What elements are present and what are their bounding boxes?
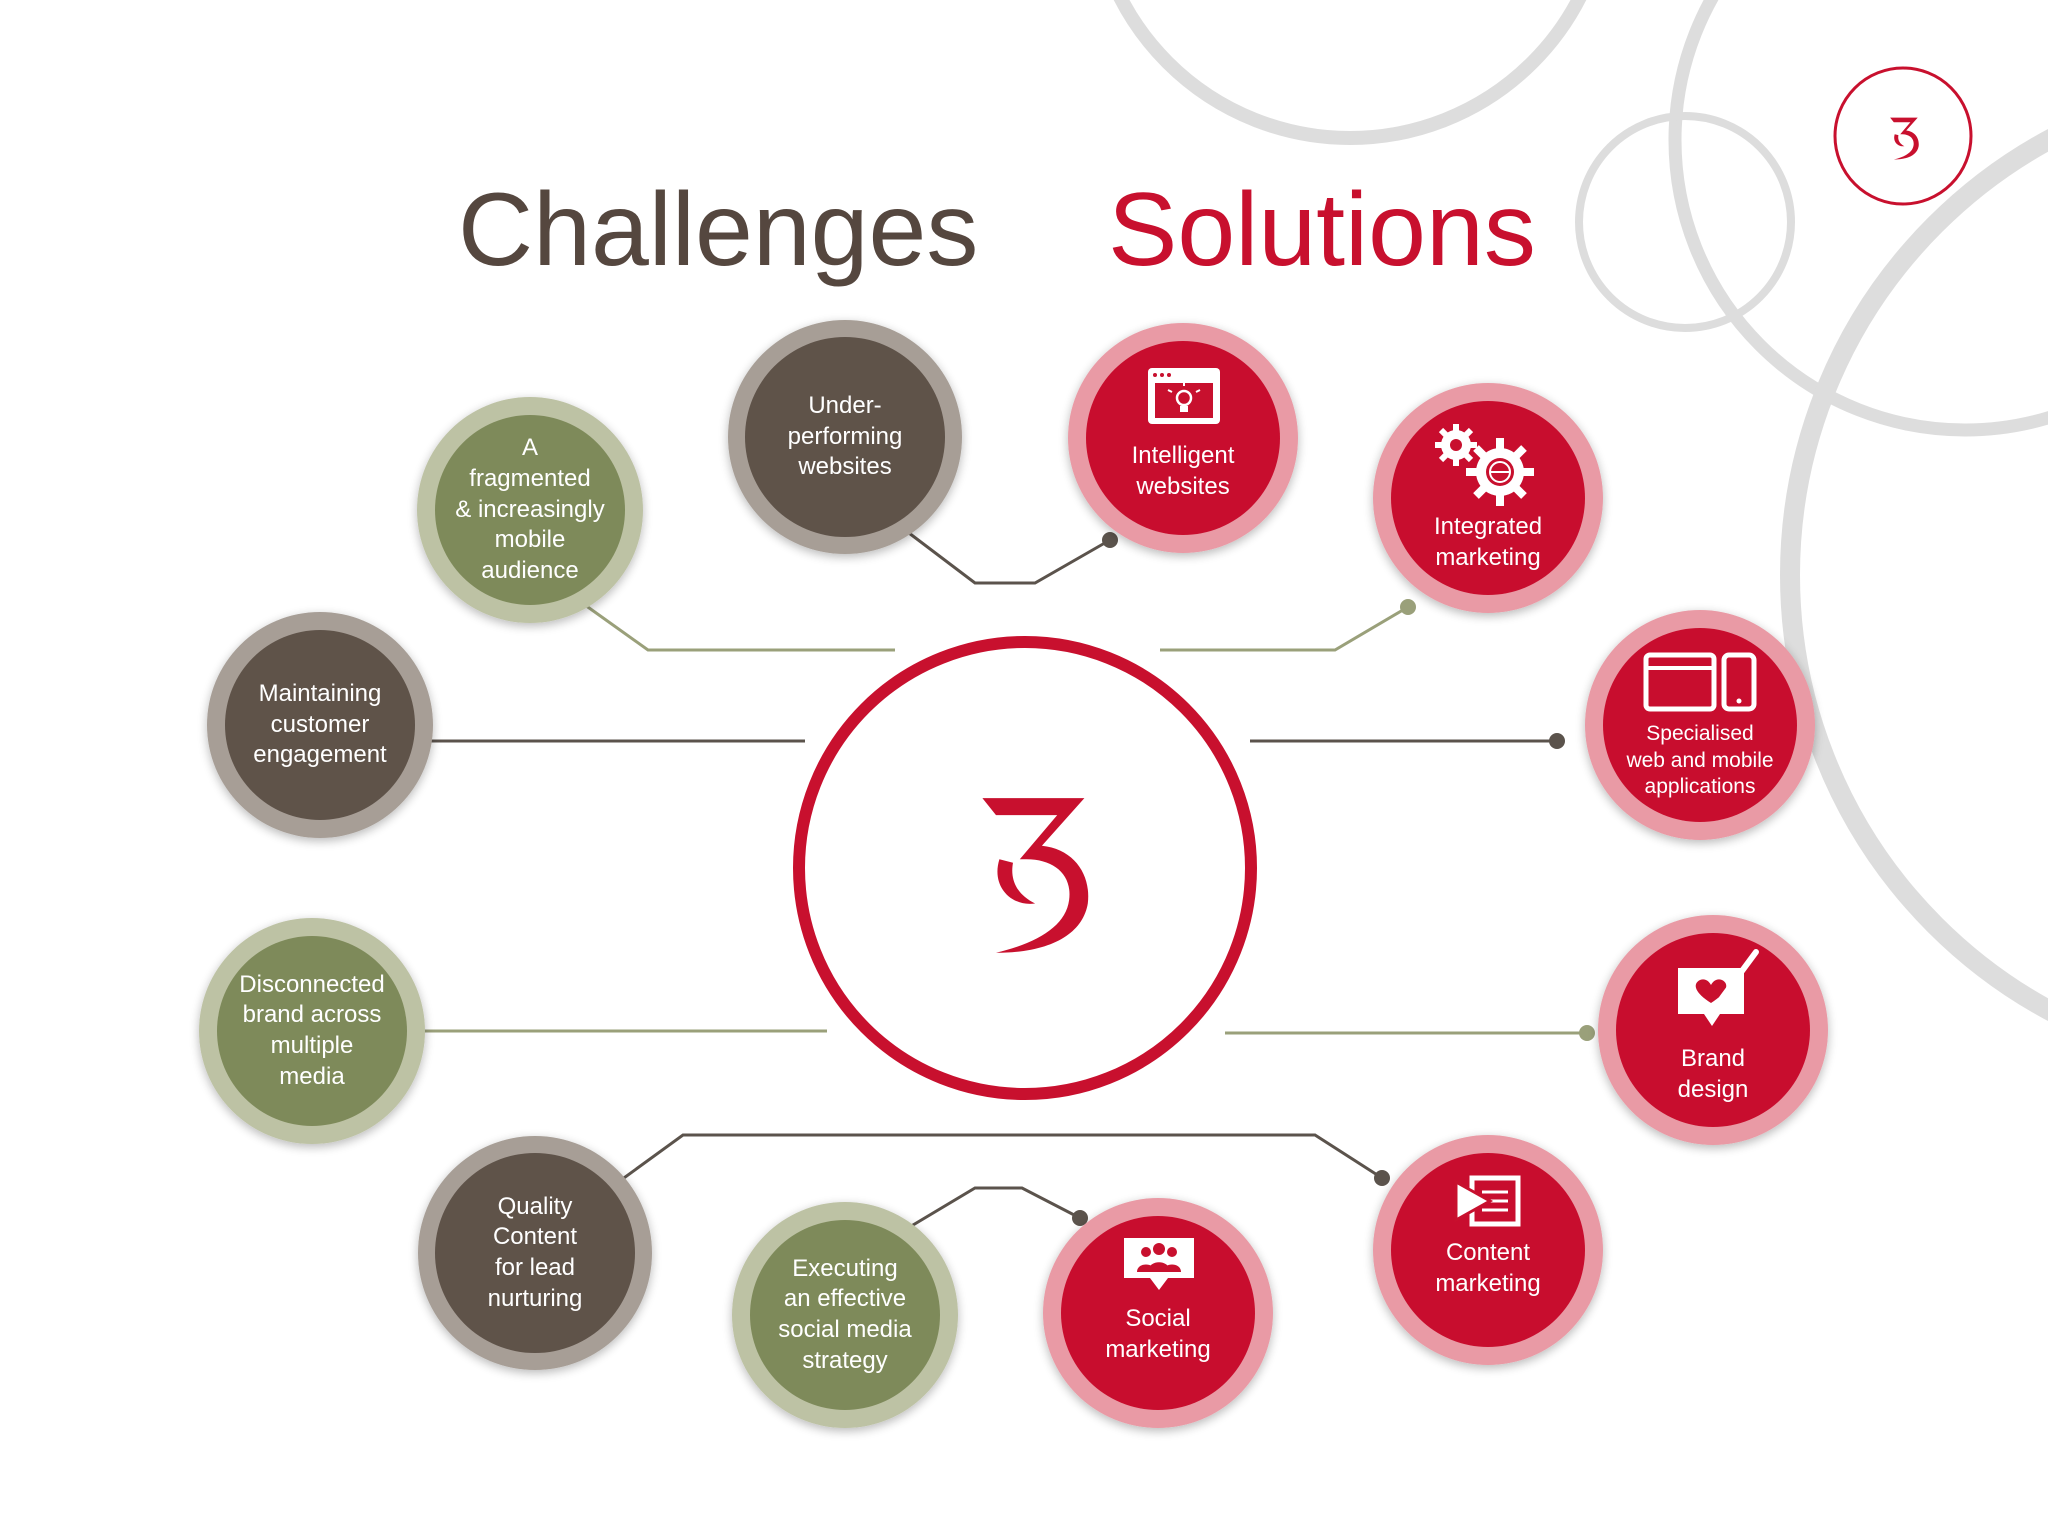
solution-label: Brand design	[1677, 1045, 1749, 1103]
solution-node	[1585, 610, 1815, 840]
connector-dot	[1549, 733, 1565, 749]
connector-integrated-marketing	[1160, 605, 1409, 652]
challenge-label: Quality Content for lead nurturing	[487, 1192, 583, 1312]
solution-label: Specialised web and mobile applications	[1626, 721, 1774, 799]
solution-node	[1373, 383, 1603, 613]
gears-globe-icon	[1435, 424, 1534, 506]
solution-node	[1068, 323, 1298, 553]
challenges-heading: Challenges	[458, 172, 979, 288]
challenge-node	[199, 918, 425, 1144]
challenge-label: Disconnected brand across multiple media	[239, 970, 385, 1090]
connector-dot	[1579, 1025, 1595, 1041]
heart-brush-icon	[1678, 949, 1759, 1026]
corner-logo	[1833, 66, 1973, 206]
center-logo	[793, 636, 1257, 1100]
challenge-label: Under- performing websites	[787, 391, 903, 481]
connector-fragmented-audience	[584, 603, 895, 652]
solutions-heading: Solutions	[1108, 172, 1536, 288]
people-chat-icon	[1124, 1238, 1194, 1290]
solution-label: Integrated marketing	[1433, 513, 1543, 571]
browser-phone-icon	[1643, 652, 1757, 712]
connector-dot	[1374, 1170, 1390, 1186]
solution-label: Intelligent websites	[1131, 442, 1235, 500]
connector-social-strategy	[907, 1186, 1081, 1230]
content-play-icon	[1454, 1175, 1521, 1227]
challenge-node	[207, 612, 433, 838]
connector-dot	[1102, 532, 1118, 548]
connector-quality-content	[616, 1133, 1383, 1185]
browser-lightbulb-icon	[1148, 368, 1220, 424]
challenge-node	[732, 1202, 958, 1428]
solution-node	[1598, 915, 1828, 1145]
challenge-nodes	[199, 320, 962, 1428]
bg-circle-right-large	[1780, 129, 2048, 1021]
solution-label: Social marketing	[1105, 1305, 1211, 1363]
challenge-label: A fragmented & increasingly mobile audie…	[455, 434, 605, 585]
solution-label: Content marketing	[1435, 1239, 1541, 1297]
challenge-node	[418, 1136, 652, 1370]
bg-circle-top	[1113, 0, 1587, 145]
solution-node	[1043, 1198, 1273, 1428]
connector-dot	[1400, 599, 1416, 615]
bg-circle-small	[1575, 112, 1795, 332]
background-circles	[1113, 0, 2048, 1021]
connector-dot	[1072, 1210, 1088, 1226]
connector-underperforming-websites	[904, 528, 1111, 585]
solution-nodes	[1043, 323, 1828, 1428]
challenge-node	[728, 320, 962, 554]
connector-lines	[423, 528, 1595, 1230]
solution-node	[1373, 1135, 1603, 1365]
challenge-label: Executing an effective social media stra…	[778, 1254, 912, 1374]
challenge-node	[417, 397, 643, 623]
challenge-label: Maintaining customer engagement	[253, 679, 387, 769]
bg-circle-right-top	[1668, 0, 2048, 437]
